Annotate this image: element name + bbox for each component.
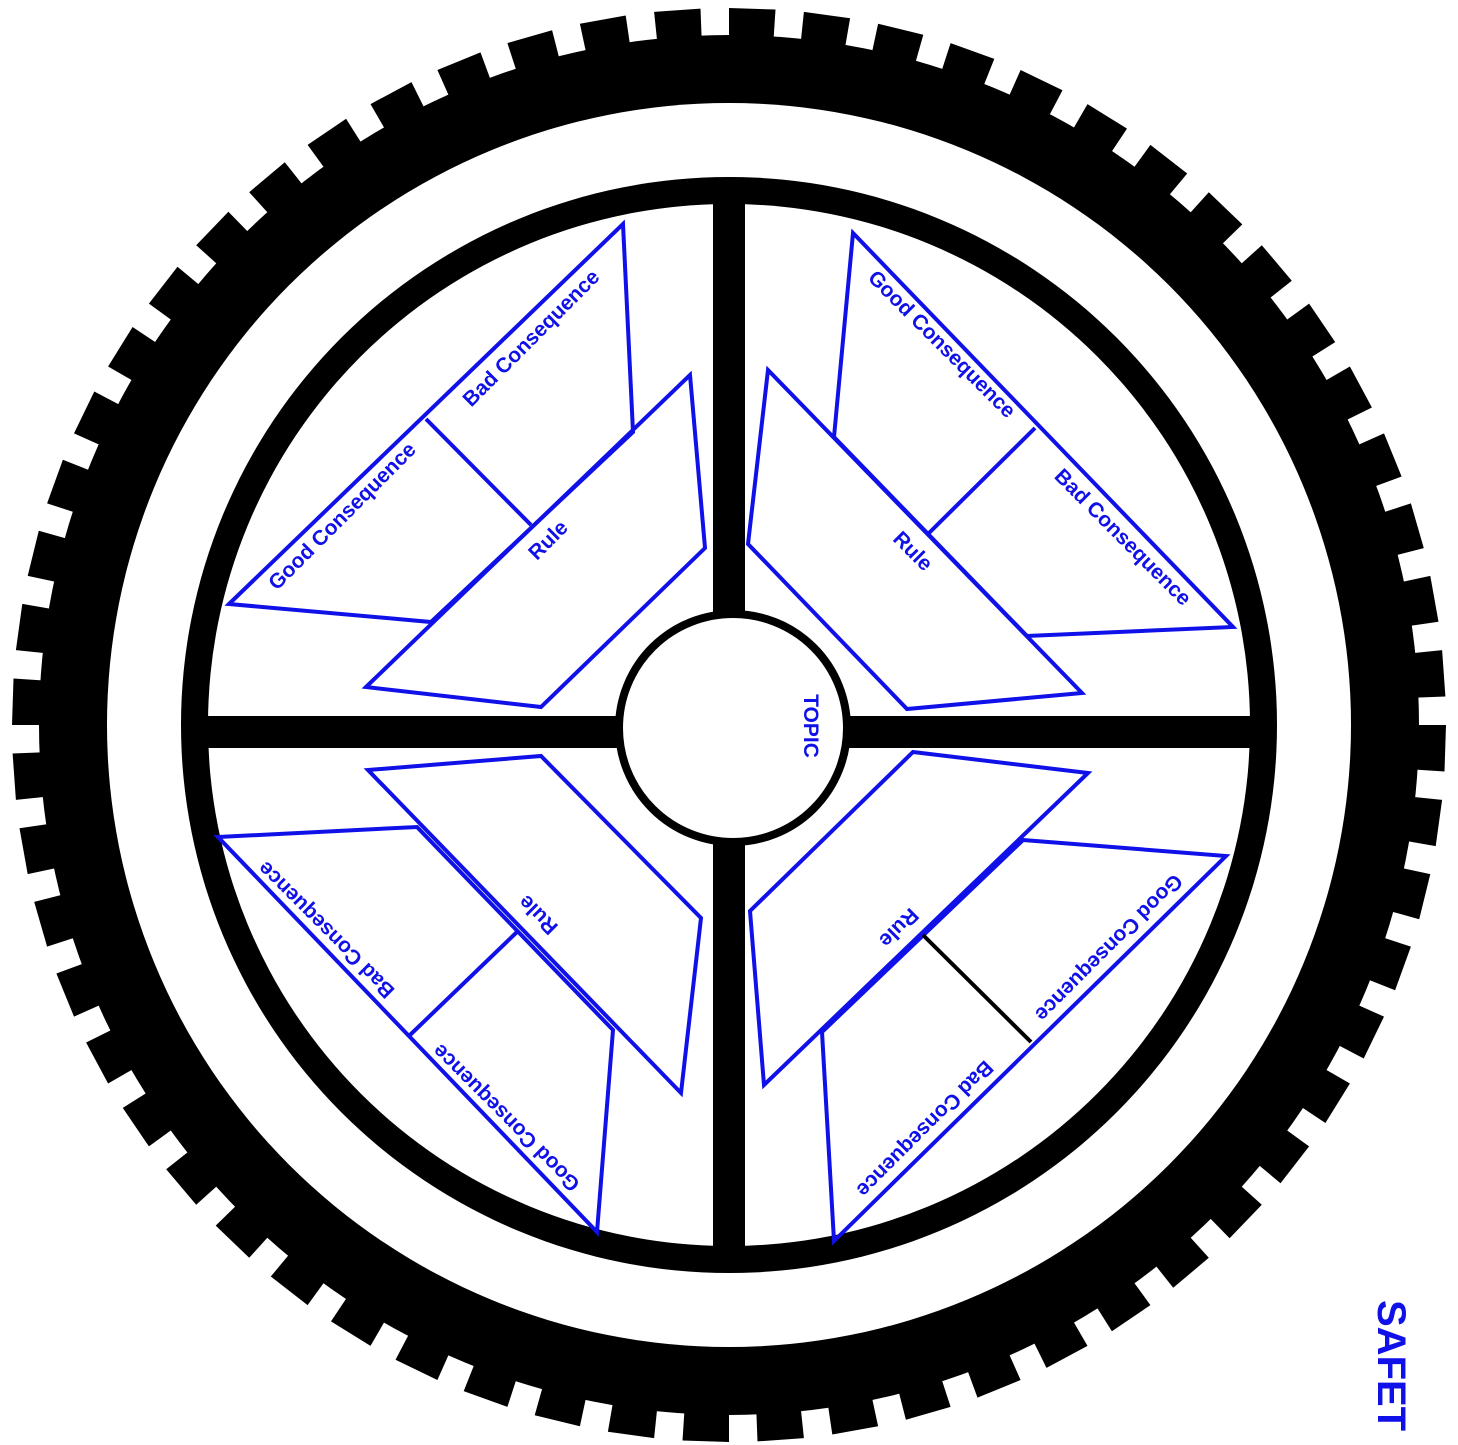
side-title: SAFET	[1369, 1300, 1413, 1431]
spoke-bottom	[713, 840, 745, 1260]
topic-label: TOPIC	[799, 694, 822, 758]
tread-block	[1388, 725, 1446, 772]
tread-block	[12, 679, 70, 726]
tread-block	[1385, 650, 1445, 699]
spoke-right	[845, 716, 1265, 748]
tread-block	[683, 1384, 730, 1442]
tread-block	[755, 1381, 804, 1441]
tread-block	[729, 8, 776, 66]
hub: TOPIC	[619, 614, 847, 842]
spoke-top	[713, 195, 745, 615]
tread-block	[13, 751, 73, 800]
tread-block	[654, 9, 703, 69]
spoke-left	[195, 716, 620, 748]
